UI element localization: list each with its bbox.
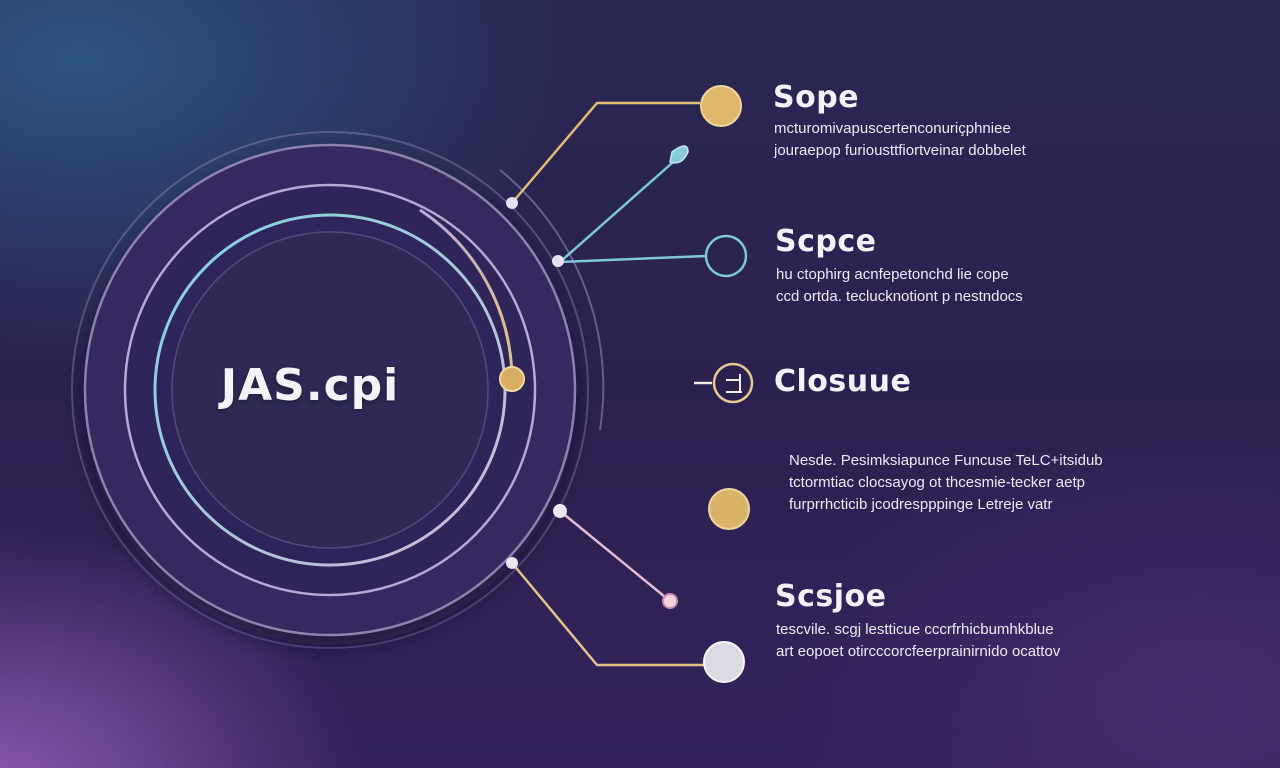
connector-scsjoe-start-dot — [506, 557, 518, 569]
scpce-node-icon[interactable] — [704, 234, 748, 278]
connector-pink-start-dot — [553, 504, 567, 518]
scpce-description: hu ctophirg acnfepetonchd lie cope ccd o… — [776, 264, 1023, 308]
connector-scsjoe — [511, 562, 705, 667]
scsjoe-description-line: art eopoet otircccorcfeerprainirnido oca… — [776, 643, 1061, 660]
closuue-glyph — [726, 374, 742, 393]
scsjoe-node-icon[interactable] — [703, 641, 745, 683]
scpce-description-line: ccd ortda. teclucknotiont p nestndocs — [776, 288, 1023, 305]
connector-scpce — [559, 254, 707, 264]
connector-cyan-pin — [559, 155, 681, 263]
gold-node-icon[interactable] — [708, 488, 750, 530]
connector-sope — [511, 101, 700, 204]
sope-description-line: mcturomivapuscertenconuriçphniee — [774, 120, 1011, 137]
nested-description-line: furprrhcticib jcodrespppinge Letreje vat… — [789, 496, 1053, 513]
nested-description-line: tctormtiac clocsayog ot thcesmie-tecker … — [789, 474, 1085, 491]
connector-pink — [559, 510, 671, 602]
scsjoe-description: tescvile. scgj lestticue cccrfrhicbumhkb… — [776, 619, 1060, 663]
sope-heading: Sope — [773, 80, 860, 115]
outer-halo-ring — [71, 131, 589, 649]
scsjoe-description-line: tescvile. scgj lestticue cccrfrhicbumhkb… — [776, 621, 1054, 638]
nested-description-line: Nesde. Pesimksiapunce Funcuse TeLC+itsid… — [789, 452, 1103, 469]
scsjoe-heading: Scsjoe — [775, 579, 887, 614]
connector-sope-start-dot — [506, 197, 518, 209]
inner-core — [171, 231, 489, 549]
scpce-description-line: hu ctophirg acnfepetonchd lie cope — [776, 266, 1009, 283]
nested-description: Nesde. Pesimksiapunce Funcuse TeLC+itsid… — [789, 450, 1103, 516]
gold-arc — [419, 208, 514, 379]
cyan-pin-icon — [669, 145, 689, 164]
scpce-heading: Scpce — [775, 224, 877, 259]
sope-description-line: jouraepop furiousttfiortveinar dobbelet — [774, 142, 1026, 159]
pink-pin-icon — [662, 593, 678, 609]
sope-description: mcturomivapuscertenconuriçphniee jouraep… — [774, 118, 1026, 162]
ring-node-gold[interactable] — [499, 366, 525, 392]
connector-scpce-start-dot — [552, 255, 564, 267]
closuue-heading: Closuue — [774, 364, 912, 399]
sope-node-icon[interactable] — [700, 85, 742, 127]
center-title: JAS.cpi — [220, 360, 400, 411]
outer-arc — [499, 169, 605, 431]
closuue-node-icon[interactable] — [712, 362, 754, 404]
